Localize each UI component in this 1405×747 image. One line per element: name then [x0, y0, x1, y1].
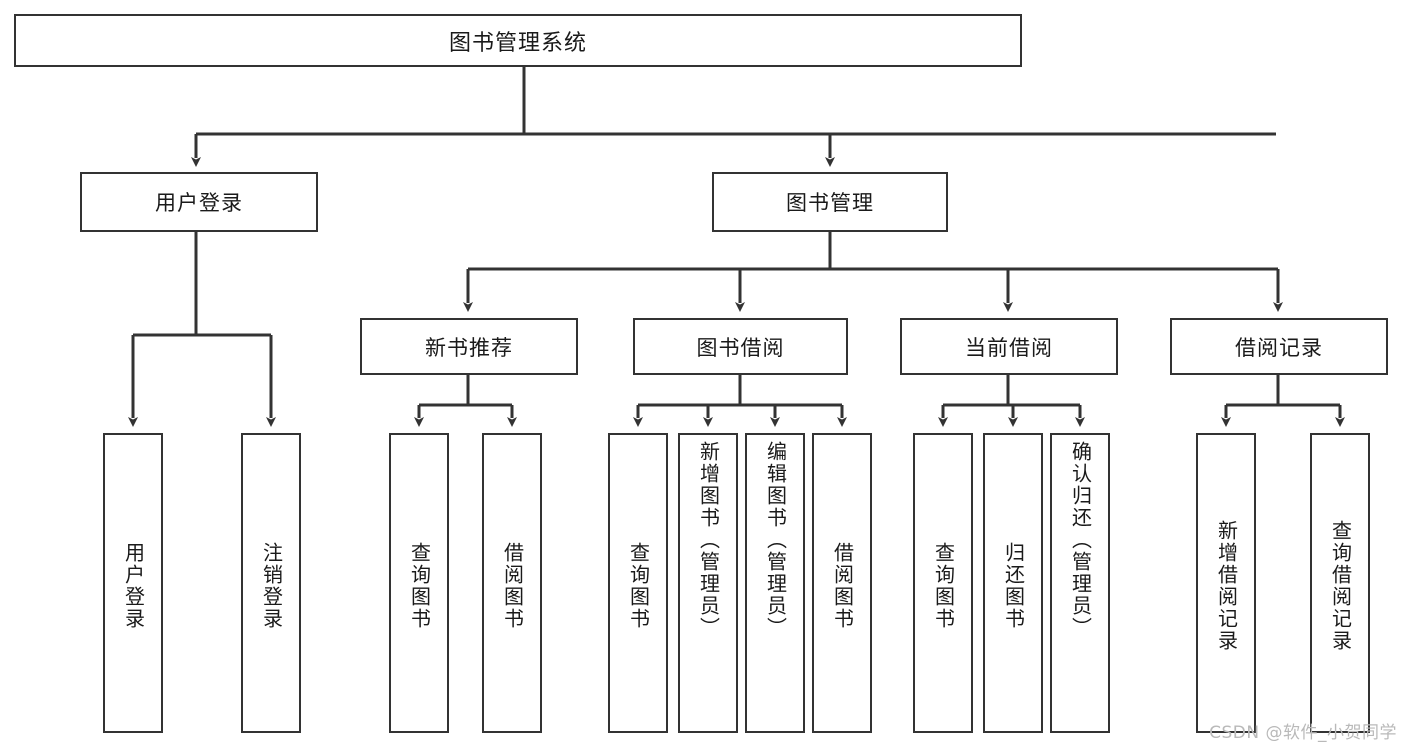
leaf-borrow-book-label: 借阅图书 — [830, 542, 855, 630]
leaf-return-book[interactable]: 归还图书 — [983, 433, 1043, 733]
node-book-borrow[interactable]: 图书借阅 — [633, 318, 848, 375]
node-borrow-record-label: 借阅记录 — [1235, 335, 1323, 360]
node-borrow-record[interactable]: 借阅记录 — [1170, 318, 1388, 375]
leaf-query-book-recommend-label: 查询图书 — [407, 542, 432, 630]
leaf-borrow-book-recommend[interactable]: 借阅图书 — [482, 433, 542, 733]
leaf-query-borrow-record-label: 查询借阅记录 — [1328, 520, 1353, 652]
leaf-confirm-return-admin-label: 确认归还（管理员） — [1068, 441, 1093, 639]
leaf-return-book-label: 归还图书 — [1001, 542, 1026, 630]
node-current-borrow[interactable]: 当前借阅 — [900, 318, 1118, 375]
leaf-query-borrow-record[interactable]: 查询借阅记录 — [1310, 433, 1370, 733]
node-current-borrow-label: 当前借阅 — [965, 335, 1053, 360]
leaf-add-borrow-record-label: 新增借阅记录 — [1214, 520, 1239, 652]
leaf-logout-label: 注销登录 — [259, 542, 284, 630]
node-book-management[interactable]: 图书管理 — [712, 172, 948, 232]
node-user-login-label: 用户登录 — [155, 191, 243, 215]
csdn-watermark: CSDN @软件_小贺同学 — [1209, 723, 1397, 743]
leaf-edit-book-admin[interactable]: 编辑图书（管理员） — [745, 433, 805, 733]
leaf-confirm-return-admin[interactable]: 确认归还（管理员） — [1050, 433, 1110, 733]
node-user-login[interactable]: 用户登录 — [80, 172, 318, 232]
leaf-user-login-label: 用户登录 — [121, 542, 146, 630]
node-root[interactable]: 图书管理系统 — [14, 14, 1022, 67]
leaf-query-book-borrow[interactable]: 查询图书 — [608, 433, 668, 733]
node-book-management-label: 图书管理 — [786, 191, 874, 215]
leaf-edit-book-admin-label: 编辑图书（管理员） — [763, 441, 788, 639]
leaf-query-book-borrow-label: 查询图书 — [626, 542, 651, 630]
node-new-book-recommend[interactable]: 新书推荐 — [360, 318, 578, 375]
leaf-query-book-current[interactable]: 查询图书 — [913, 433, 973, 733]
leaf-add-borrow-record[interactable]: 新增借阅记录 — [1196, 433, 1256, 733]
leaf-add-book-admin-label: 新增图书（管理员） — [696, 441, 721, 639]
leaf-borrow-book-recommend-label: 借阅图书 — [500, 542, 525, 630]
node-new-book-recommend-label: 新书推荐 — [425, 335, 513, 360]
node-root-label: 图书管理系统 — [448, 30, 587, 56]
leaf-borrow-book[interactable]: 借阅图书 — [812, 433, 872, 733]
node-book-borrow-label: 图书借阅 — [696, 335, 785, 360]
leaf-query-book-recommend[interactable]: 查询图书 — [389, 433, 449, 733]
leaf-query-book-current-label: 查询图书 — [931, 542, 956, 630]
leaf-logout[interactable]: 注销登录 — [241, 433, 301, 733]
leaf-add-book-admin[interactable]: 新增图书（管理员） — [678, 433, 738, 733]
leaf-user-login[interactable]: 用户登录 — [103, 433, 163, 733]
